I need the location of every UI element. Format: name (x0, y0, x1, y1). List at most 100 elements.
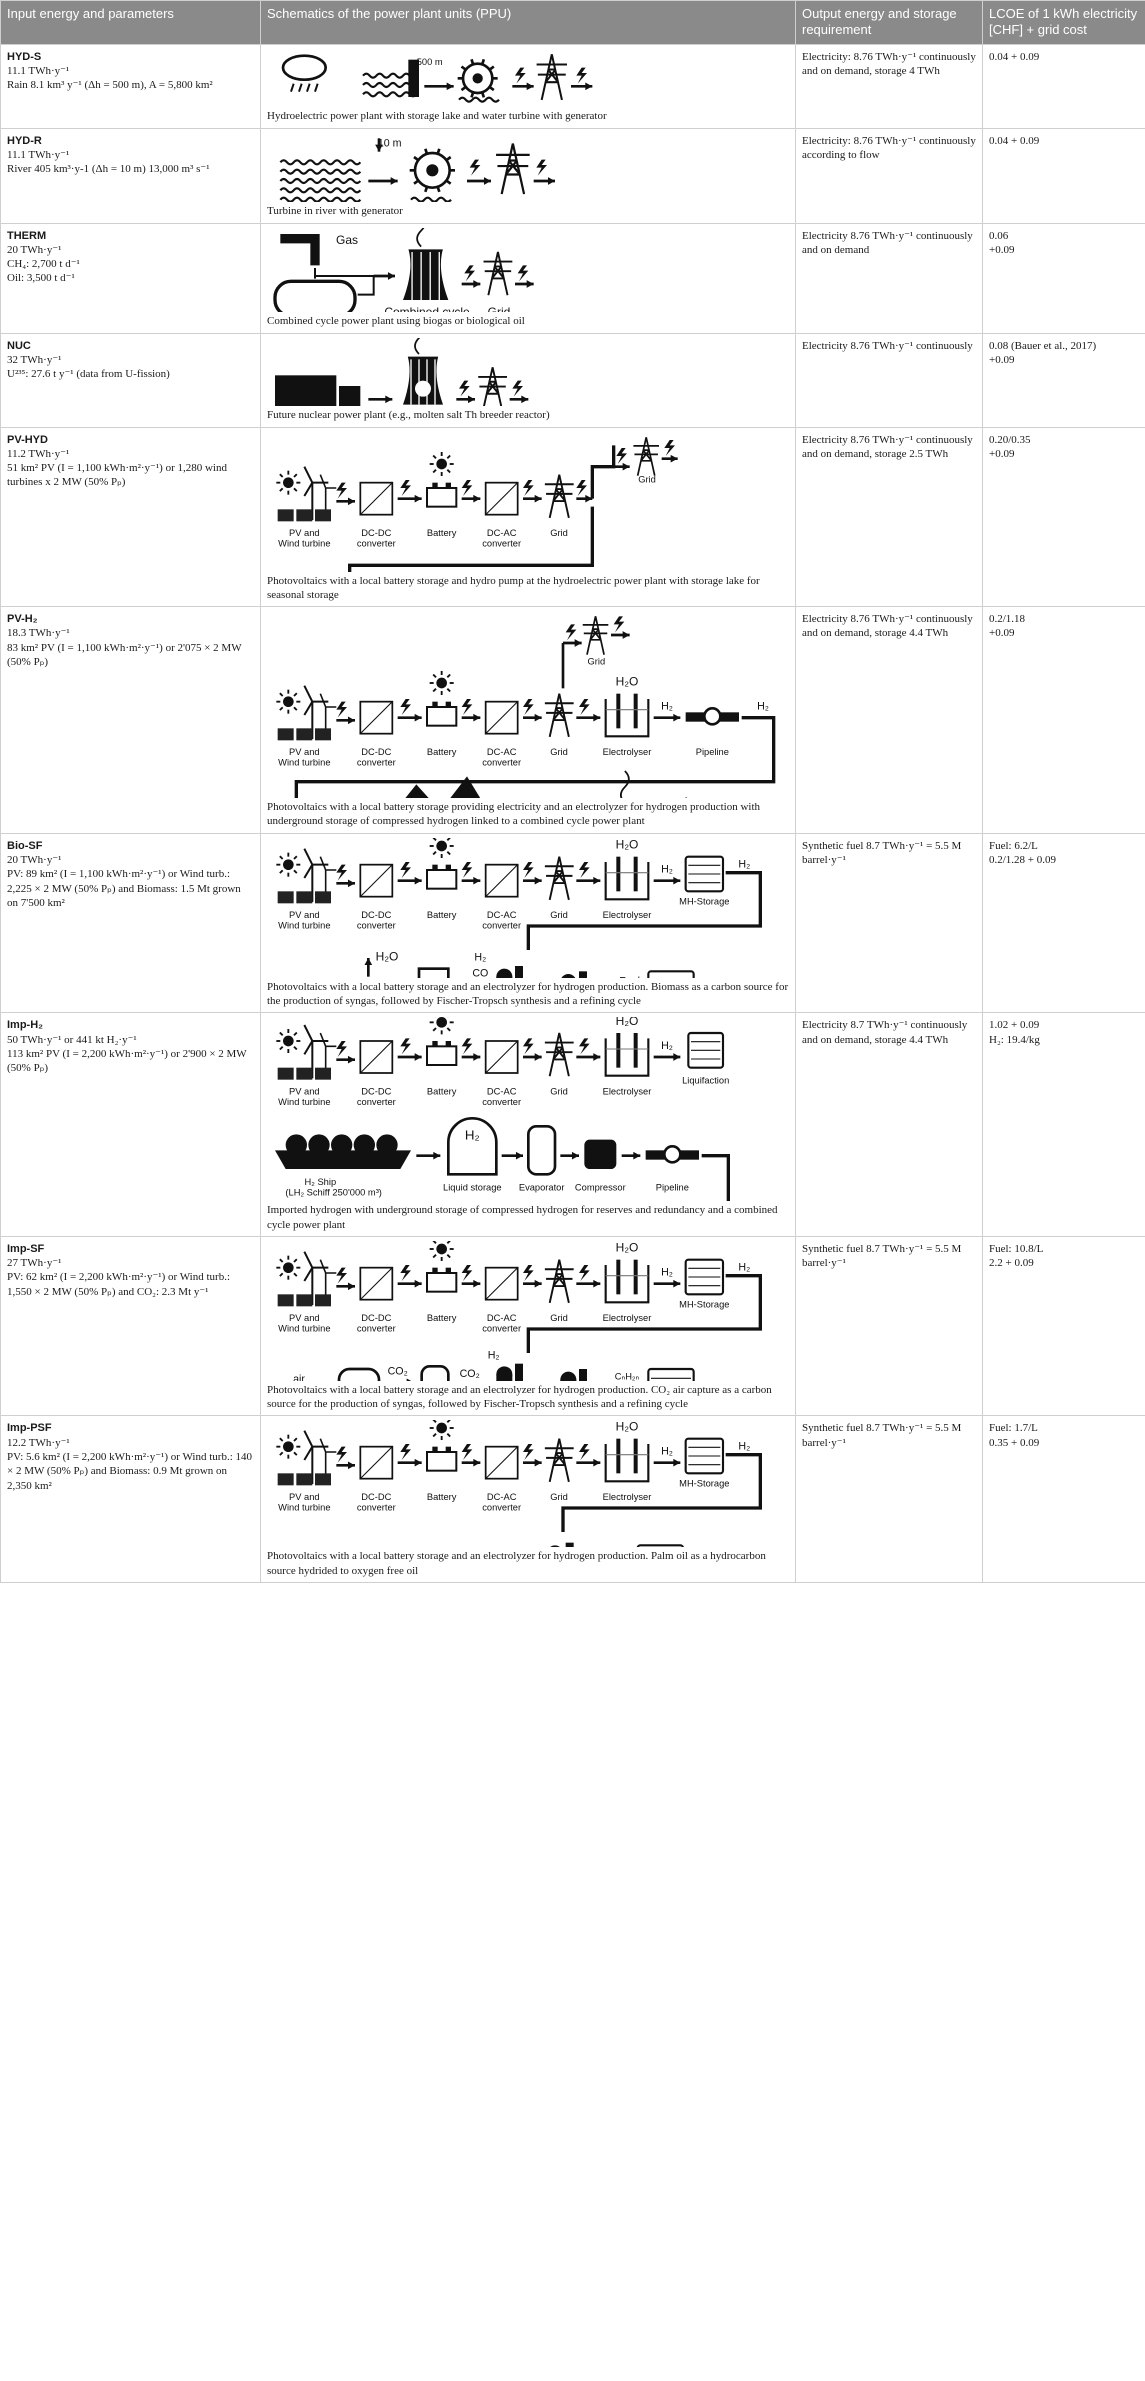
arrow-head (593, 713, 601, 722)
arrow-head (593, 876, 601, 885)
input-parameter-line: CH₄: 2,700 t d⁻¹ (7, 258, 80, 271)
diagram-label: H₂O (616, 1017, 639, 1028)
output-cell: Electricity 8.76 TWh·y⁻¹ continuously an… (795, 222, 983, 334)
header-schematics: Schematics of the power plant units (PPU… (260, 0, 796, 45)
electricity-icon (579, 1038, 590, 1055)
output-cell: Synthetic fuel 8.7 TWh·y⁻¹ = 5.5 M barre… (795, 1235, 983, 1417)
arrow-head (347, 1056, 355, 1064)
truck-icon (275, 374, 337, 406)
electricity-icon (461, 1444, 473, 1461)
combined-cycle-plant-icon (403, 227, 449, 300)
arrow-head (534, 1279, 542, 1288)
arrow-head (534, 1459, 542, 1467)
battery-icon (425, 1267, 458, 1293)
diagram-label: H₂ (474, 951, 486, 963)
arrow-head (534, 876, 542, 885)
diagram-label: Grid (488, 305, 511, 312)
evaporator-icon (527, 1125, 557, 1176)
diagram-label: Wind turbine (278, 758, 330, 768)
electricity-icon (576, 479, 587, 496)
electricity-icon (400, 1038, 411, 1055)
diagram-label: H₂O (616, 1241, 639, 1255)
arrow-head (467, 394, 475, 403)
diagram-label: Liquifaction (682, 1076, 729, 1086)
h2-ship-icon (275, 1150, 411, 1170)
header-output: Output energy and storage requirement (795, 0, 983, 45)
schematic-caption: Imported hydrogen with underground stora… (267, 1204, 778, 1231)
underground-storage-icon (405, 776, 481, 799)
arrow-head (414, 1459, 422, 1467)
synthetic-fuel-icon (647, 1367, 695, 1381)
diagram-label: Battery (427, 1492, 457, 1502)
diagram-label: Battery (427, 1313, 457, 1323)
diagram-label: PV and (289, 528, 320, 538)
sun-icon (429, 451, 454, 476)
electrolyser-icon (604, 1439, 650, 1483)
battery-icon (425, 1447, 458, 1473)
electricity-icon (523, 1444, 534, 1461)
sun-icon (429, 671, 454, 696)
river-icon (279, 158, 362, 202)
input-parameter-line: U²³⁵: 27.6 t y⁻¹ (data from U-fission) (7, 368, 170, 381)
electrolyser-icon (604, 1259, 650, 1304)
pyrolysis-icon (417, 967, 450, 978)
diagram-label: H₂O (376, 949, 399, 963)
diagram-label: DC-AC (487, 528, 517, 538)
lcoe-cell: Fuel: 10.8/L 2.2 + 0.09 (982, 1235, 1145, 1417)
header-row: Input energy and parameters Schematics o… (0, 0, 1145, 45)
ft-synthesis-icon (496, 1363, 523, 1381)
mh-storage-icon (684, 855, 725, 893)
diagram-label: CₙH₂ₙ (615, 1372, 640, 1381)
lake-icon (362, 72, 418, 97)
electricity-icon (464, 264, 475, 281)
electricity-icon (512, 380, 523, 397)
arrow-head (375, 144, 383, 152)
electrolyser-icon (604, 693, 650, 738)
electricity-icon (336, 1447, 347, 1464)
battery-icon (425, 1041, 458, 1067)
arrow-head (414, 713, 422, 722)
lcoe-cell: 0.20/0.35 +0.09 (982, 426, 1145, 608)
refinery-icon (561, 971, 587, 978)
ppu-code: Imp-H₂ (7, 1019, 44, 1032)
diagram-label: H₂O (616, 1420, 639, 1434)
ppu-code: Imp-PSF (7, 1422, 52, 1435)
input-parameter-line: 11.2 TWh·y⁻¹ (7, 447, 70, 460)
liquid-storage-icon (447, 1117, 498, 1176)
diagram-label: converter (357, 1097, 396, 1107)
pv-wind-icon (277, 685, 337, 741)
water-icon (410, 196, 452, 202)
diagram-label: Liquid storage (443, 1183, 502, 1193)
arrow-head (670, 454, 678, 463)
water-icon (458, 96, 500, 103)
arrow-head (414, 876, 422, 885)
input-parameter-line: 20 TWh·y⁻¹ (7, 853, 62, 866)
arrow-head (673, 1279, 681, 1288)
arrow-head (571, 1152, 579, 1160)
diagram-label: DC-DC (361, 1087, 391, 1097)
diagram-label: Lake (382, 104, 408, 106)
electricity-icon (336, 864, 347, 881)
diagram-label: DC-DC (361, 910, 391, 920)
pv-wind-icon (277, 847, 337, 904)
ppu-code: PV-HYD (7, 433, 48, 446)
electricity-icon (469, 159, 481, 176)
arrow-head (622, 462, 630, 471)
electricity-icon (336, 482, 347, 499)
schematic-caption: Combined cycle power plant using biogas … (267, 314, 525, 327)
sun-icon (276, 470, 301, 495)
electricity-icon (616, 447, 627, 464)
input-parameter-line: 12.2 TWh·y⁻¹ (7, 1436, 70, 1449)
diagram-label: converter (482, 758, 521, 768)
arrow-head (385, 394, 393, 403)
